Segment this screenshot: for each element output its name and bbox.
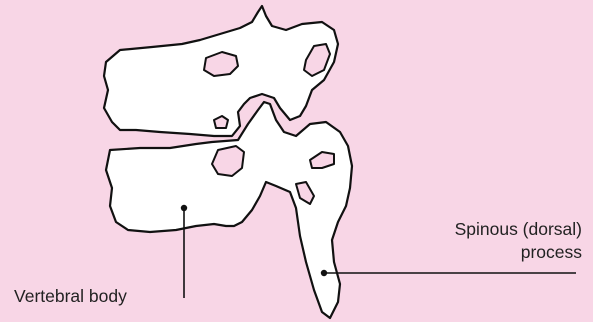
- spinous-process-anchor-dot: [321, 270, 327, 276]
- spinous-process-label-line2: process: [455, 241, 582, 264]
- lower-vertebra-foramen: [212, 146, 244, 176]
- spinous-process-label-line1: Spinous (dorsal): [455, 218, 582, 241]
- vertebral-body-anchor-dot: [181, 205, 187, 211]
- spinous-process-label: Spinous (dorsal) process: [455, 218, 582, 264]
- vertebral-body-label: Vertebral body: [14, 285, 127, 308]
- upper-vertebra: [104, 6, 338, 136]
